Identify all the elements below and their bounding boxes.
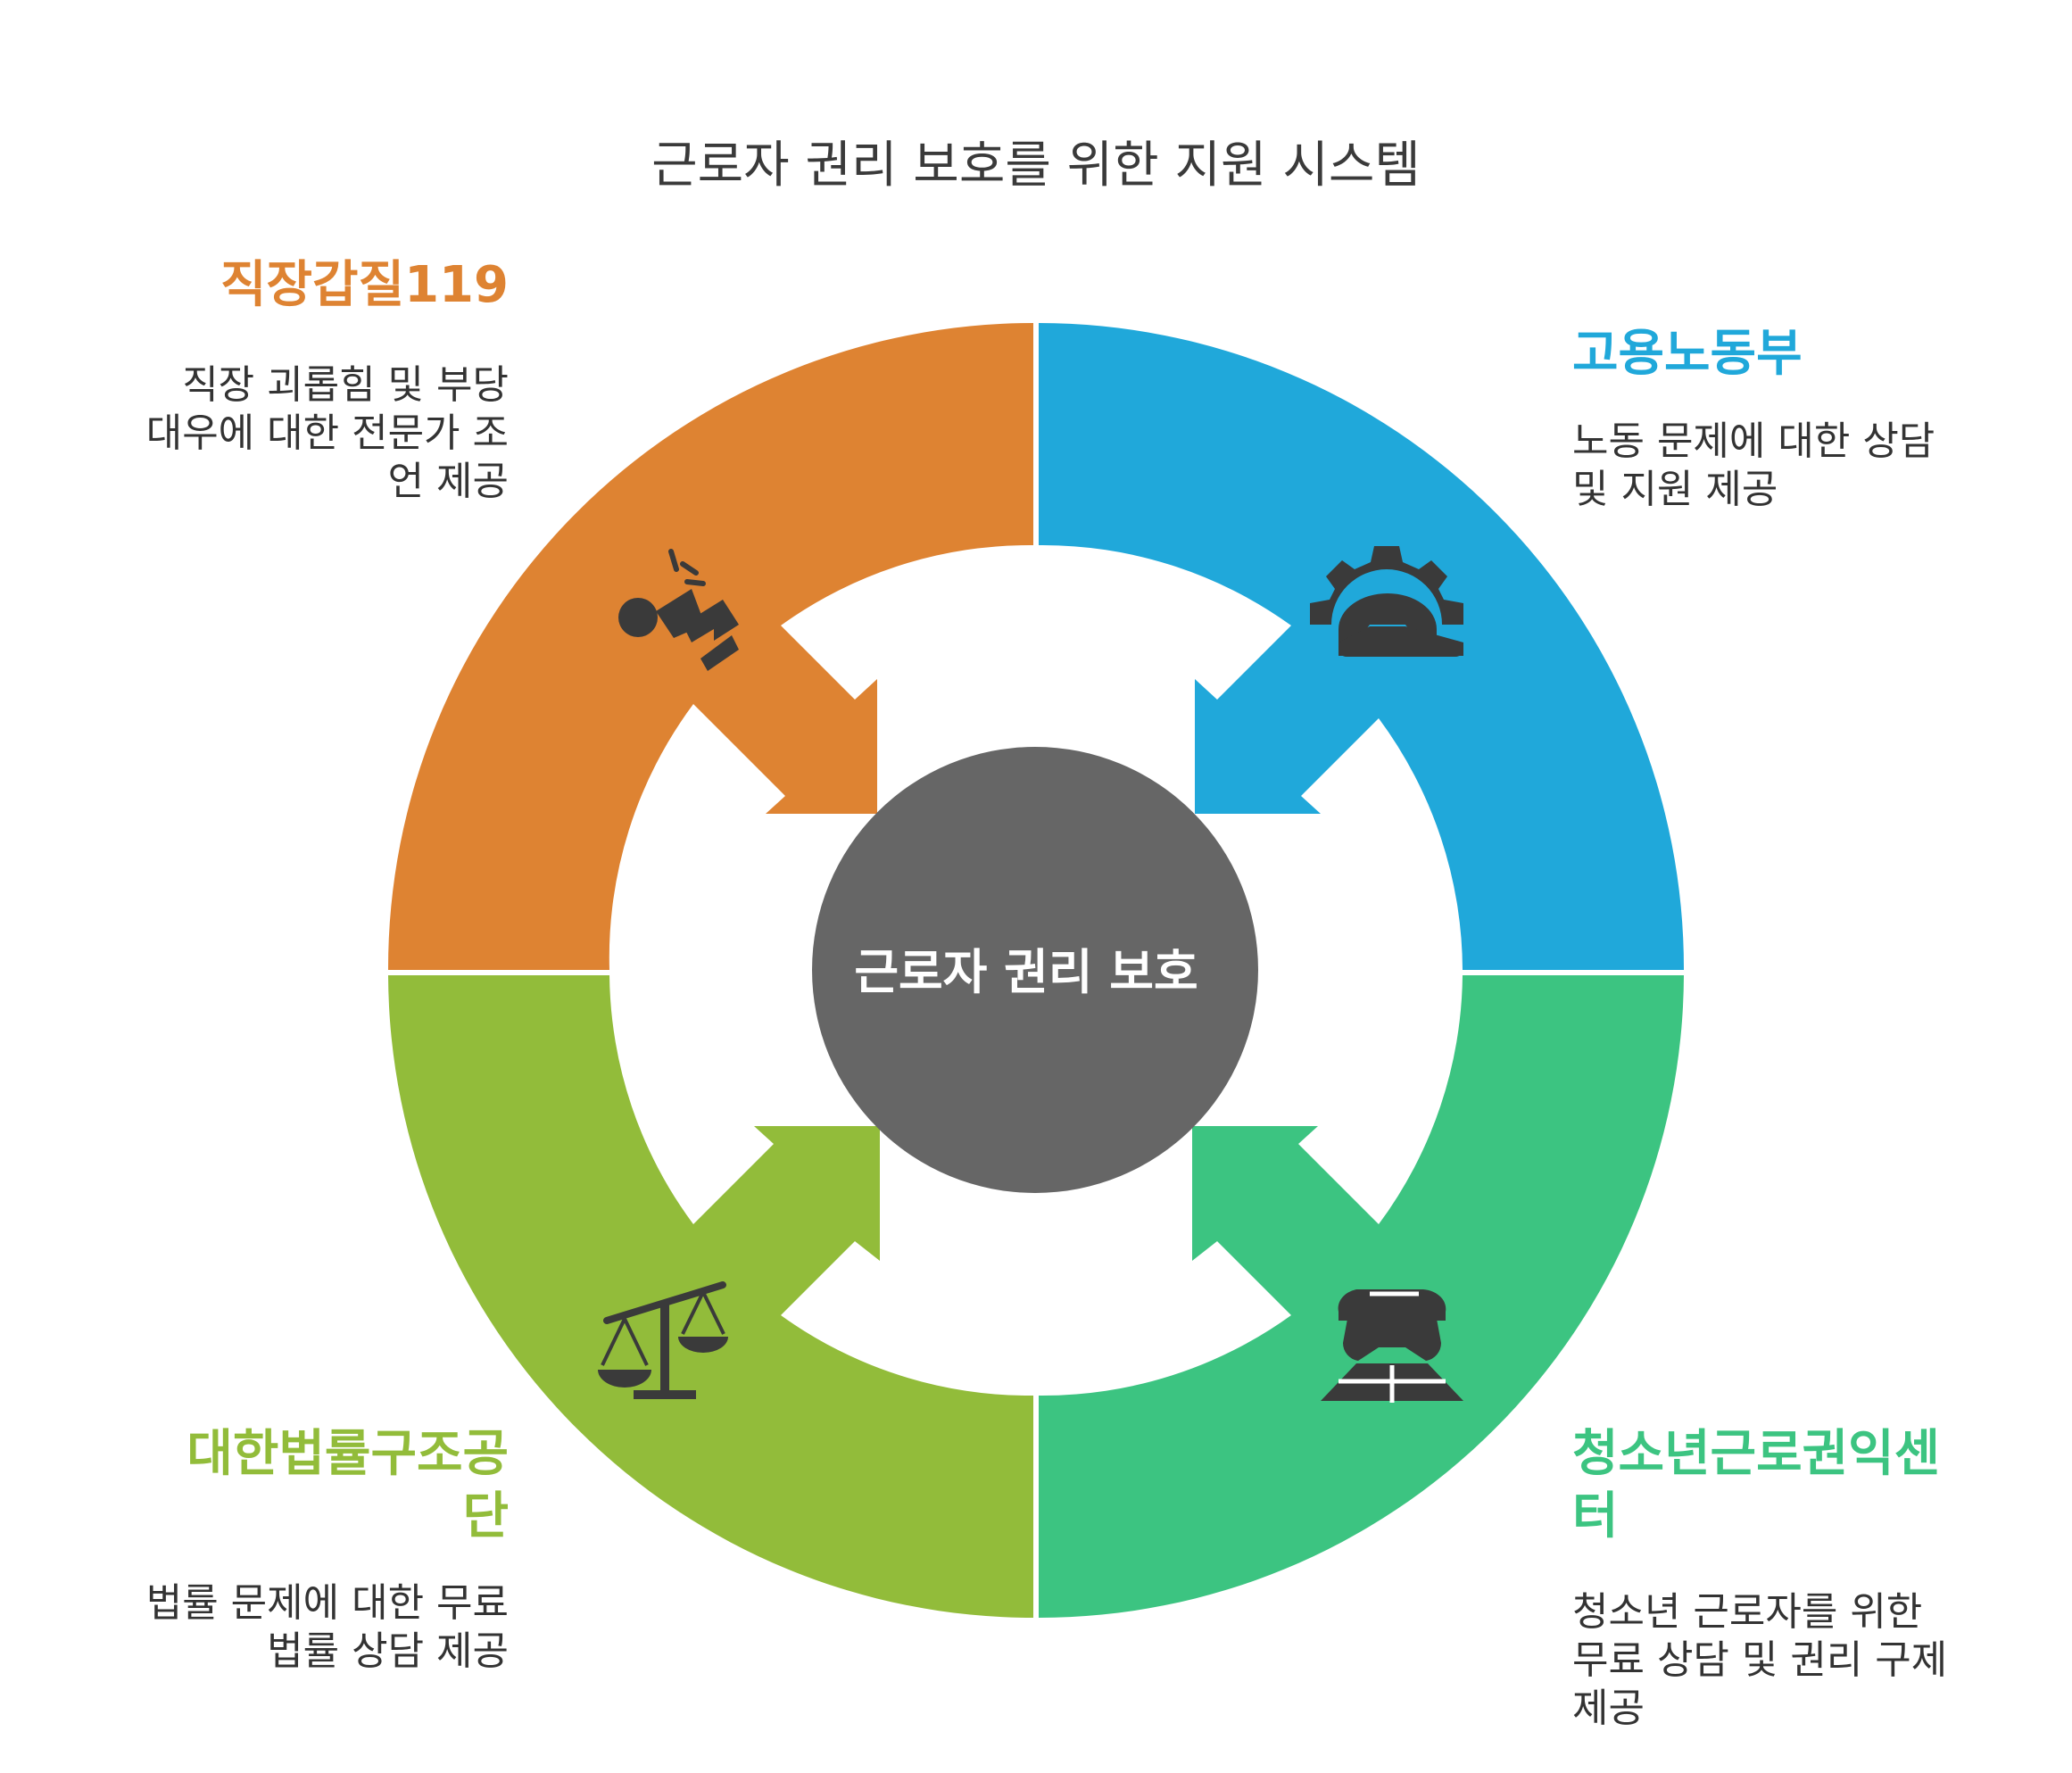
center-circle: [812, 747, 1258, 1193]
page-title: 근로자 권리 보호를 위한 지원 시스템: [651, 137, 1421, 195]
segment-bottom-left-title: 대한법률구조공단: [186, 1425, 509, 1545]
segment-bottom-left-description: 법률 문제에 대한 무료 법률 상담 제공: [145, 1580, 509, 1674]
segment-top-right-title: 고용노동부: [1572, 325, 1803, 383]
center-label: 근로자 권리 보호: [854, 944, 1198, 1000]
segment-top-left: [387, 323, 1034, 970]
segment-bottom-right-title: 청소년근로권익센터: [1572, 1425, 1941, 1545]
gear-phone-icon: [1310, 546, 1463, 657]
whistle-icon: [618, 549, 739, 671]
segment-top-left-title: 직장갑질119: [220, 256, 509, 314]
scales-icon: [598, 1281, 728, 1399]
segment-bottom-right-description: 청소년 근로자를 위한 무료 상담 및 권리 구제 제공: [1572, 1589, 1948, 1731]
segment-top-right-description: 노동 문제에 대한 상담 및 지원 제공: [1572, 418, 1935, 512]
worker-icon-detail: [1339, 1291, 1446, 1403]
segment-bottom-left: [388, 975, 1033, 1618]
segment-top-left-description: 직장 괴롭힘 및 부당 대우에 대한 전문가 조언 제공: [145, 362, 509, 504]
